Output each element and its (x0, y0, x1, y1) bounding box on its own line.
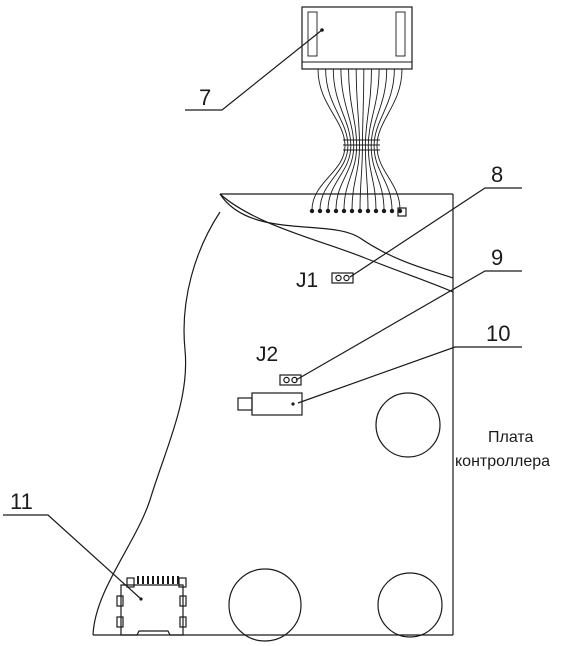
wire (351, 68, 360, 211)
wire-solder-point (333, 208, 339, 214)
wire-solder-point (317, 208, 323, 214)
mounting-hole-bottom-center (228, 568, 302, 642)
wire-solder-point (365, 208, 371, 214)
card-slot-pin (142, 576, 144, 584)
card-slot-pin (137, 576, 139, 584)
wire (343, 68, 358, 211)
mounting-hole-upper-right (375, 392, 441, 458)
wire-solder-point (349, 208, 355, 214)
wire-end-square (397, 207, 407, 217)
wire (327, 68, 352, 211)
callout-11: 11 (10, 489, 33, 514)
wire (319, 68, 349, 211)
label-j1: J1 (296, 269, 318, 292)
wire (335, 68, 355, 211)
switch-marker-dot (291, 402, 295, 406)
card-slot-pin (162, 576, 164, 584)
wire (364, 68, 372, 211)
callout-10: 10 (486, 321, 510, 346)
wire-solder-point (373, 208, 379, 214)
card-slot-pin (147, 576, 149, 584)
wire-solder-point (389, 208, 395, 214)
card-slot-pin (172, 576, 174, 584)
memory-card-slot (116, 576, 187, 636)
wire (311, 68, 346, 211)
mounting-hole-bottom-right (377, 572, 443, 638)
jumper-j1 (331, 272, 354, 284)
wire-solder-point (381, 208, 387, 214)
jumper-j2 (279, 374, 302, 386)
card-slot-pin (177, 576, 179, 584)
controller-board (92, 193, 454, 636)
wire (376, 68, 403, 211)
wire-bundle (309, 68, 403, 214)
callout-8: 8 (491, 162, 503, 187)
card-slot-pin (157, 576, 159, 584)
wire-solder-point (357, 208, 363, 214)
ribbon-connector (301, 6, 413, 70)
wire (359, 68, 365, 211)
wire-solder-point (341, 208, 347, 214)
board-label-line2: контроллера (455, 453, 550, 470)
board-label-line1: Плата (488, 429, 534, 446)
leader-lines (3, 29, 522, 600)
wire-solder-point (325, 208, 331, 214)
slide-switch (237, 392, 303, 416)
card-slot-pin (167, 576, 169, 584)
wire (370, 68, 388, 211)
wire (367, 68, 380, 211)
card-slot-pins (137, 576, 179, 584)
wire-solder-point (397, 208, 403, 214)
wire-solder-point (309, 208, 315, 214)
wire (373, 68, 395, 211)
card-slot-pin (152, 576, 154, 584)
callout-7: 7 (199, 85, 211, 110)
callout-9: 9 (491, 245, 503, 270)
label-j2: J2 (256, 343, 278, 366)
